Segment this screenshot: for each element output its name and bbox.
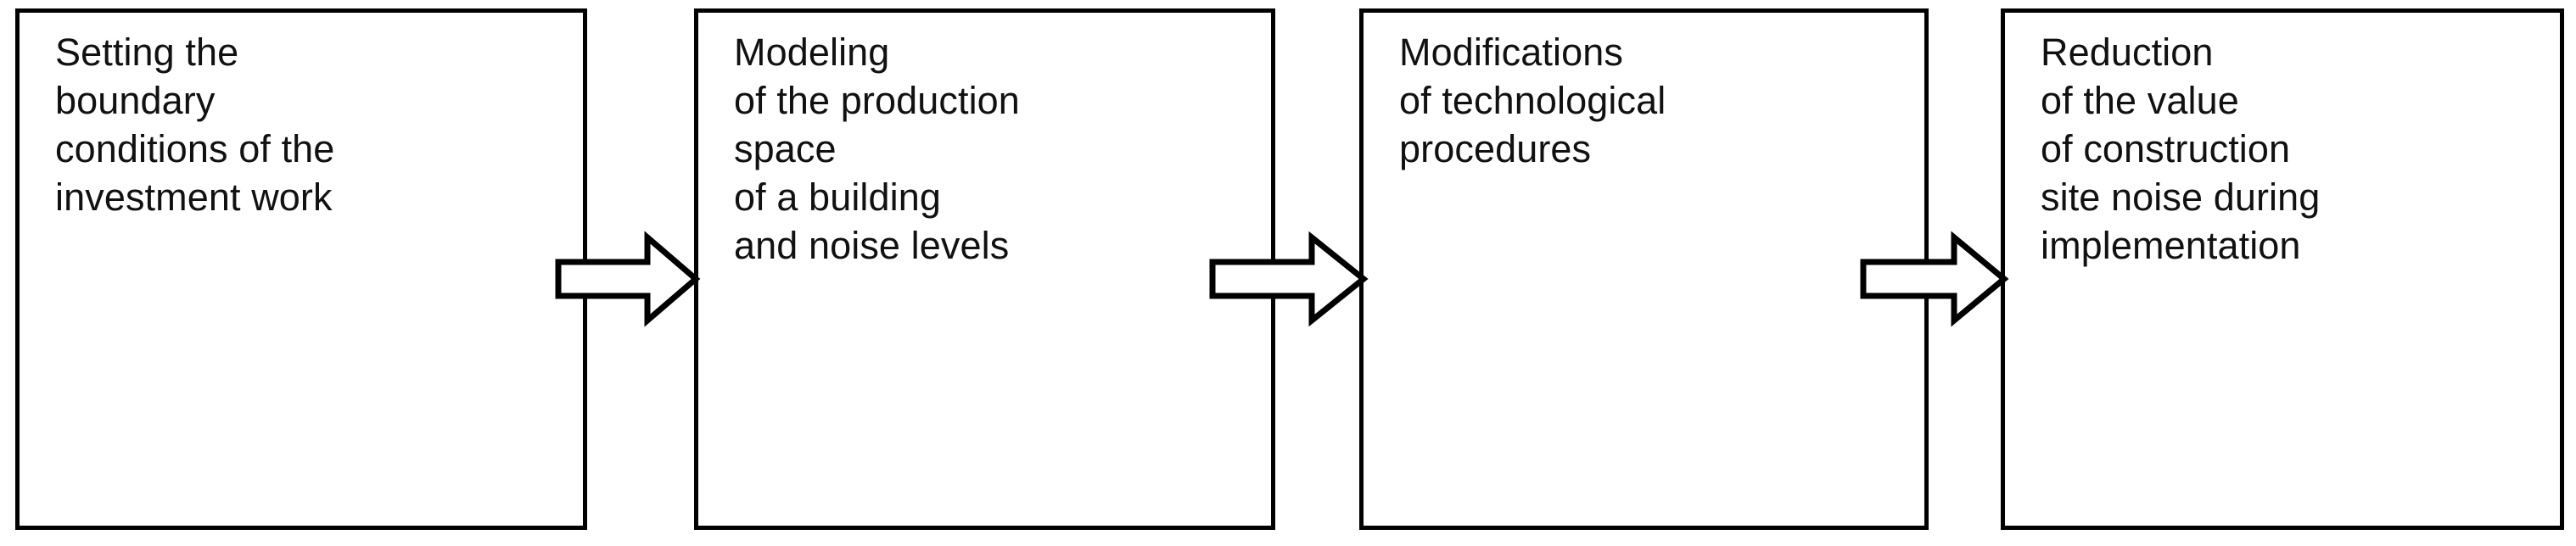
arrow-right-icon xyxy=(1860,231,2009,327)
process-step-label-1: Setting the boundary conditions of the i… xyxy=(55,31,335,219)
flow-arrow-2 xyxy=(1209,231,1369,327)
flow-arrow-1 xyxy=(555,231,701,327)
process-step-box-1[interactable]: Setting the boundary conditions of the i… xyxy=(15,8,587,530)
process-step-label-4: Reduction of the value of construction s… xyxy=(2041,31,2321,267)
process-step-label-3: Modifications of technological procedure… xyxy=(1399,31,1666,170)
arrow-right-icon xyxy=(555,231,701,327)
flow-arrow-3 xyxy=(1860,231,2009,327)
process-step-box-3[interactable]: Modifications of technological procedure… xyxy=(1359,8,1929,530)
process-step-box-2[interactable]: Modeling of the production space of a bu… xyxy=(694,8,1275,530)
process-step-label-2: Modeling of the production space of a bu… xyxy=(734,31,1020,267)
process-step-box-4[interactable]: Reduction of the value of construction s… xyxy=(2001,8,2564,530)
arrow-right-icon xyxy=(1209,231,1369,327)
